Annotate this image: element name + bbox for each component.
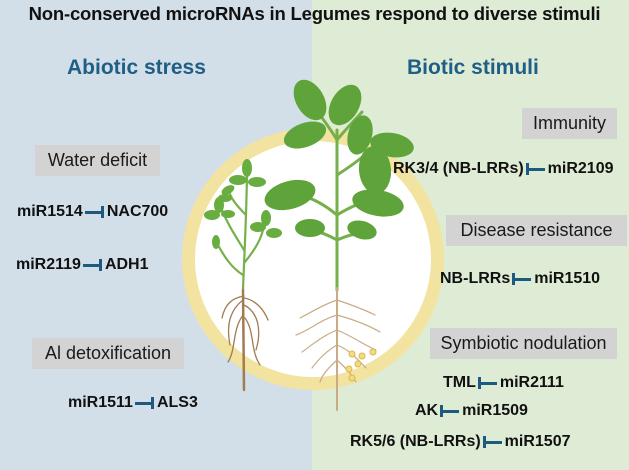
inhibition-arrow-icon: [134, 397, 155, 409]
figure-title: Non-conserved microRNAs in Legumes respo…: [28, 3, 601, 24]
category-disease-resistance: Disease resistance: [446, 215, 627, 246]
target-label: NAC700: [106, 203, 169, 220]
root-nodules: [345, 348, 377, 382]
inhibition-arrow-icon: [482, 436, 503, 448]
category-immunity: Immunity: [522, 108, 617, 139]
left-roots: [221, 288, 269, 392]
left-plant-leaves: [204, 159, 282, 249]
target-label: ADH1: [104, 256, 149, 273]
target-label: NB-LRRs: [440, 270, 511, 287]
interaction-ak-mir1509: AK miR1509: [415, 402, 528, 420]
inhibition-arrow-icon: [84, 206, 105, 218]
inhibition-arrow-icon: [512, 273, 532, 285]
category-symbiotic-nodulation: Symbiotic nodulation: [430, 328, 617, 359]
category-al-detoxification: Al detoxification: [32, 338, 184, 369]
target-label: ALS3: [156, 394, 198, 411]
abiotic-heading: Abiotic stress: [67, 56, 206, 79]
mirna-label: miR1509: [462, 402, 528, 419]
interaction-tml-mir2111: TML miR2111: [443, 374, 564, 392]
target-label: RK5/6 (NB-LRRs): [350, 433, 481, 450]
target-label: RK3/4 (NB-LRRs): [393, 160, 524, 177]
biotic-heading: Biotic stimuli: [407, 56, 539, 79]
interaction-rk34-mir2109: RK3/4 (NB-LRRs) miR2109: [393, 160, 614, 178]
category-water-deficit: Water deficit: [35, 145, 160, 176]
mirna-label: miR2119: [16, 256, 81, 273]
interaction-mir1514-nac700: miR1514 NAC700: [17, 203, 168, 221]
mirna-label: miR2109: [547, 160, 614, 177]
interaction-rk56-mir1507: RK5/6 (NB-LRRs) miR1507: [350, 433, 571, 451]
inhibition-arrow-icon: [440, 405, 460, 417]
mirna-label: miR1511: [68, 394, 133, 411]
interaction-nblrrs-mir1510: NB-LRRs miR1510: [440, 270, 600, 288]
mirna-label: miR1514: [17, 203, 83, 220]
inhibition-arrow-icon: [477, 377, 498, 389]
interaction-mir2119-adh1: miR2119 ADH1: [16, 256, 149, 274]
interaction-mir1511-als3: miR1511 ALS3: [68, 394, 198, 412]
right-plant-leaves: [264, 79, 414, 240]
mirna-label: miR1510: [534, 270, 601, 287]
inhibition-arrow-icon: [525, 163, 546, 175]
inhibition-arrow-icon: [82, 259, 103, 271]
mirna-label: miR2111: [499, 374, 564, 391]
target-label: AK: [415, 402, 439, 419]
target-label: TML: [443, 374, 476, 391]
mirna-label: miR1507: [504, 433, 571, 450]
